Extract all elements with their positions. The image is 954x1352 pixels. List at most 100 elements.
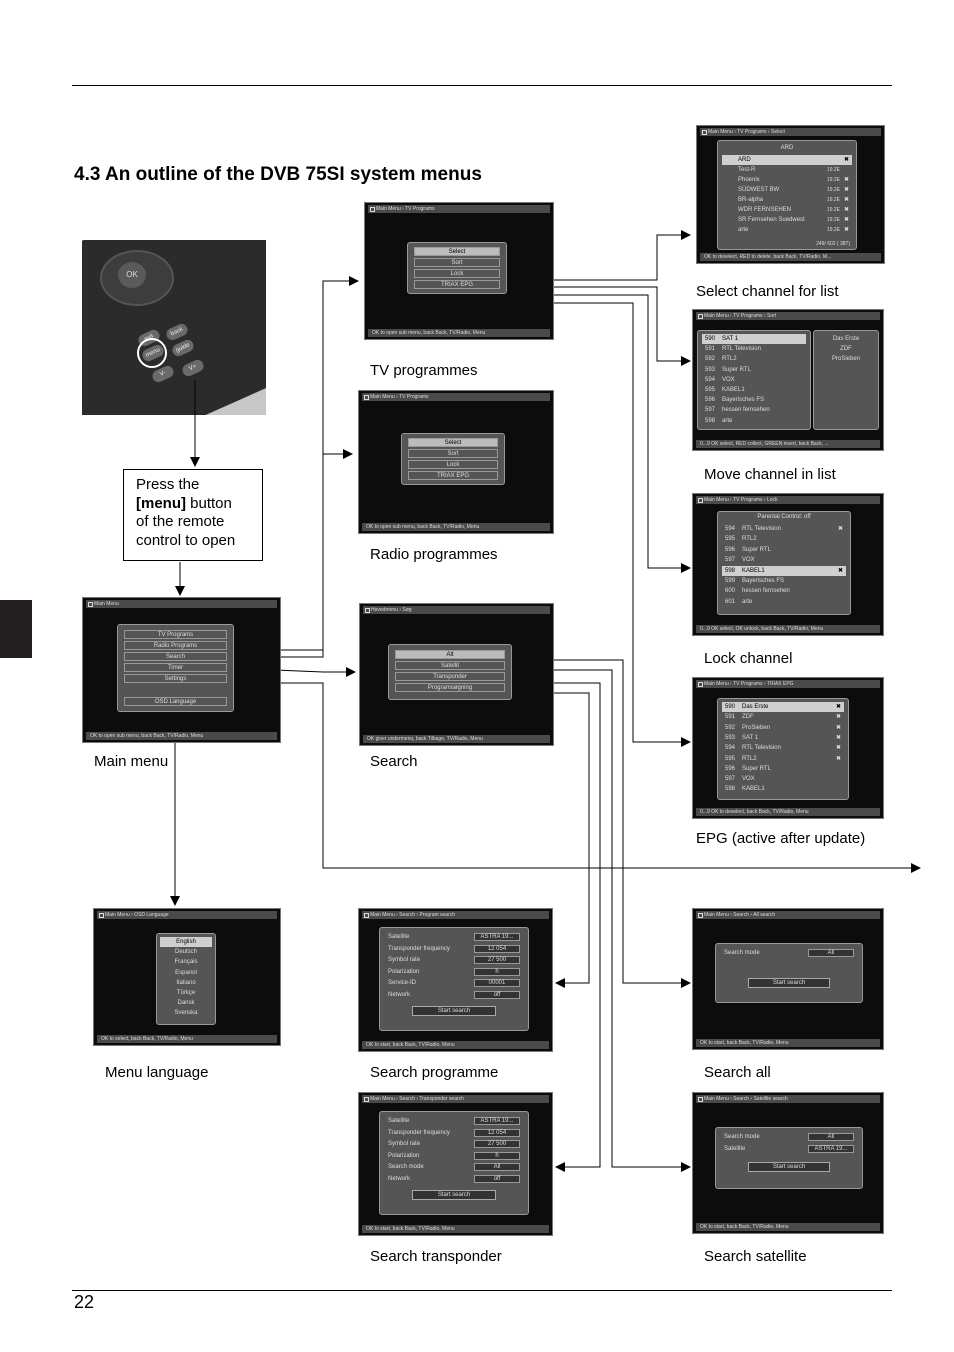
channel-name: ZDF <box>742 714 754 721</box>
section-title: 4.3 An outline of the DVB 75SI system me… <box>74 164 482 185</box>
remote-control-photo: OK exit back menu guide V- V+ <box>82 240 266 415</box>
screen-header: Main Menu › OSD Language <box>97 911 277 919</box>
screen-footer: OK to start, back Back, TV/Radio, Menu <box>362 1225 549 1233</box>
channel-row[interactable]: ARD✖ <box>722 155 852 165</box>
menu-item-sort[interactable]: Sort <box>414 258 500 267</box>
menu-item-settings[interactable]: Settings <box>124 674 227 683</box>
favorite-row[interactable]: ProSieben <box>818 354 874 364</box>
start-search-button[interactable]: Start search <box>412 1006 496 1016</box>
language-name: Türkçe <box>176 990 196 996</box>
menu-item-program-search[interactable]: Programsøgning <box>395 683 505 692</box>
favorite-row[interactable]: ZDF <box>818 344 874 354</box>
menu-item-satellite[interactable]: Satellit <box>395 661 505 670</box>
start-search-button[interactable]: Start search <box>748 978 830 988</box>
menu-item-lock[interactable]: Lock <box>414 269 500 278</box>
language-option[interactable]: Dansk <box>160 998 212 1008</box>
menu-item-all[interactable]: Alt <box>395 650 505 659</box>
favorite-row[interactable]: Das Erste <box>818 334 874 344</box>
menu-item-epg[interactable]: TRIAX EPG <box>414 280 500 289</box>
language-option[interactable]: Deutsch <box>160 947 212 957</box>
menu-item-timer[interactable]: Timer <box>124 663 227 672</box>
start-search-button[interactable]: Start search <box>748 1162 830 1172</box>
bottom-rule <box>72 1290 892 1291</box>
channel-position: 19.2E <box>826 217 840 223</box>
channel-number: 592 <box>705 356 716 363</box>
start-search-button[interactable]: Start search <box>412 1190 496 1200</box>
language-option[interactable]: Italiano <box>160 978 212 988</box>
channel-number: 595 <box>725 755 736 762</box>
language-option[interactable]: Espanol <box>160 968 212 978</box>
menu-item-osd-language[interactable]: OSD Language <box>124 697 227 706</box>
menu-item-tv[interactable]: TV Programs <box>124 630 227 639</box>
channel-name: WDR FERNSEHEN <box>738 207 792 213</box>
language-option[interactable]: Français <box>160 957 212 967</box>
language-option[interactable]: Türkçe <box>160 988 212 998</box>
menu-item-sort[interactable]: Sort <box>408 449 498 458</box>
channel-name: SÜDWEST BW <box>738 187 780 193</box>
lock-mark-icon: ✖ <box>837 567 843 574</box>
setting-value: off <box>474 991 520 999</box>
menu-item-transponder[interactable]: Transponder <box>395 672 505 681</box>
menu-item-select[interactable]: Select <box>414 247 500 256</box>
menu-item-select[interactable]: Select <box>408 438 498 447</box>
language-option[interactable]: English <box>160 937 212 947</box>
menu-item-search[interactable]: Search <box>124 652 227 661</box>
menu-item-lock[interactable]: Lock <box>408 460 498 469</box>
menu-highlight-circle <box>137 338 167 368</box>
menu-item-radio[interactable]: Radio Programs <box>124 641 227 650</box>
menu-panel: Select Sort Lock TRIAX EPG <box>407 242 507 294</box>
menu-item-epg[interactable]: TRIAX EPG <box>408 471 498 480</box>
channel-number: 590 <box>705 336 716 342</box>
language-option[interactable]: Svenska <box>160 1008 212 1018</box>
